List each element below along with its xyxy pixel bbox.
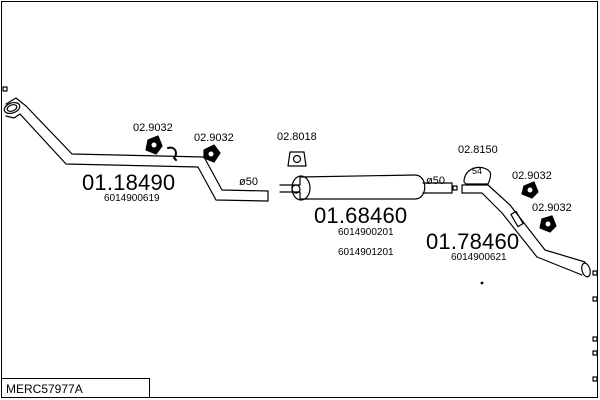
front-pipe-oe-code: 6014900619	[104, 193, 160, 204]
right-marker-3	[592, 336, 598, 342]
silencer-oe-code-1: 6014900201	[338, 227, 394, 238]
right-marker-5	[592, 376, 598, 382]
hanger-4-label: 02.9032	[532, 202, 572, 214]
middle-silencer	[279, 174, 453, 201]
hanger-1-label: 02.9032	[133, 122, 173, 134]
rear-pipe-number: 01.78460	[426, 229, 520, 254]
rear-pipe	[461, 184, 591, 278]
hanger-3-label: 02.9032	[512, 170, 552, 182]
front-pipe-number: 01.18490	[82, 170, 176, 195]
bracket-rear-inner-label: 54	[472, 166, 483, 176]
mid-joint-marker	[452, 185, 458, 191]
bracket-mid-shape	[287, 151, 307, 167]
hanger-1-shape	[145, 135, 163, 155]
right-marker-4	[592, 350, 598, 356]
hanger-3-shape	[521, 181, 539, 199]
rear-joint-diameter: ø50	[426, 175, 445, 187]
hanger-2-label: 02.9032	[194, 132, 234, 144]
right-marker-1	[592, 270, 598, 276]
rear-pipe-oe-code: 6014900621	[451, 252, 507, 263]
right-marker-2	[592, 296, 598, 302]
front-pipe	[3, 97, 269, 202]
silencer-number: 01.68460	[314, 203, 408, 228]
hook-bracket	[167, 146, 177, 161]
front-joint-diameter: ø50	[239, 176, 258, 188]
left-marker	[2, 86, 8, 92]
hanger-4-shape	[539, 215, 557, 233]
bracket-rear-shape	[463, 166, 492, 185]
model-code-box: MERC57977A	[1, 378, 150, 398]
bracket-rear-label: 02.8150	[458, 144, 498, 156]
hanger-2-shape	[203, 144, 221, 163]
silencer-oe-code-2: 6014901201	[338, 247, 394, 258]
dot-marker	[480, 281, 484, 285]
bracket-mid-label: 02.8018	[277, 131, 317, 143]
model-code: MERC57977A	[6, 382, 83, 396]
